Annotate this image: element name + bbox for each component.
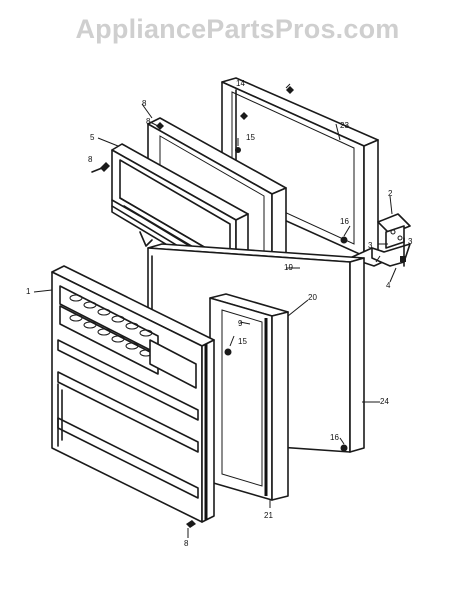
fasteners (91, 86, 348, 528)
callout-1: 1 (26, 287, 31, 296)
fresh-food-liner (51, 265, 215, 523)
callout-8-bottom: 8 (184, 539, 189, 548)
callout-4: 4 (386, 281, 391, 290)
callout-14: 14 (236, 79, 245, 88)
callout-21: 21 (264, 511, 273, 520)
callout-9: 9 (238, 319, 243, 328)
callout-3-right: 3 (408, 237, 413, 246)
callout-16-lower: 16 (330, 433, 339, 442)
leader-lines (33, 83, 397, 538)
callout-16-upper: 16 (340, 217, 349, 226)
callout-23: 23 (340, 121, 349, 130)
callout-5: 5 (90, 133, 95, 142)
callout-24: 24 (380, 397, 389, 406)
callout-8-top: 8 (142, 99, 147, 108)
callout-15-upper: 15 (246, 133, 255, 142)
freezer-liner (111, 117, 287, 287)
callout-3-left: 3 (368, 241, 373, 250)
callout-8-left: 8 (88, 155, 93, 164)
callout-15-lower: 15 (238, 337, 247, 346)
hinge-assembly (349, 213, 411, 267)
callout-19: 19 (284, 263, 293, 272)
freezer-door-panel (221, 77, 379, 257)
callout-8-mid: 8 (146, 117, 151, 126)
watermark: AppliancePartsPros.com (75, 14, 400, 44)
callout-20: 20 (308, 293, 317, 302)
callout-2: 2 (388, 189, 393, 198)
fresh-food-gasket-frame (209, 293, 289, 501)
callout-labels: 14 15 23 8 8 5 8 2 3 3 4 16 19 20 9 15 1… (26, 79, 413, 548)
